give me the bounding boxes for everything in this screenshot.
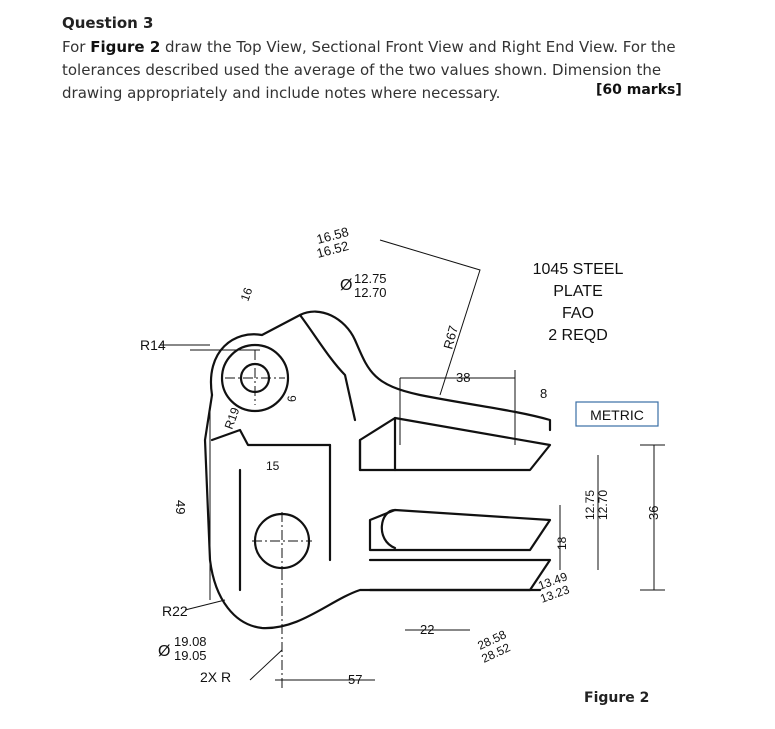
- dim-diameter-symbol-2: Ø: [158, 643, 170, 660]
- figure-caption: Figure 2: [584, 690, 650, 706]
- dim-r67: R67: [440, 324, 461, 351]
- part-outline: [203, 310, 552, 630]
- note-material-line4: 2 REQD: [548, 327, 608, 344]
- metric-label: METRIC: [590, 407, 644, 423]
- dim-38: 38: [456, 370, 470, 385]
- dim-r22: R22: [162, 603, 188, 619]
- dim-8: 8: [540, 386, 547, 401]
- question-text-lead: For: [62, 38, 91, 56]
- question-text: For Figure 2 draw the Top View, Sectiona…: [62, 36, 687, 105]
- dim-right-1270: 12.70: [596, 490, 610, 520]
- dim-16: 16: [238, 285, 256, 303]
- dim-hole-dia-lower: 12.70: [354, 285, 387, 300]
- dim-6: 6: [285, 395, 299, 402]
- note-material-line2: PLATE: [553, 283, 603, 300]
- note-material-line1: 1045 STEEL: [533, 261, 624, 278]
- dim-r19: R19: [222, 405, 243, 431]
- dim-36: 36: [646, 506, 661, 520]
- metric-box: [575, 401, 659, 427]
- question-title: Question 3: [62, 14, 154, 32]
- dim-diameter-symbol-1: Ø: [340, 277, 352, 294]
- dim-49: 49: [173, 500, 188, 514]
- dim-bore-upper: 19.08: [174, 634, 207, 649]
- marks-label: [60 marks]: [596, 82, 682, 98]
- dim-2x-r: 2X R: [200, 669, 231, 685]
- dimension-lines: [160, 239, 665, 681]
- dim-22: 22: [420, 622, 434, 637]
- dim-right-1275: 12.75: [583, 490, 597, 520]
- dim-hole-dia-upper: 12.75: [354, 271, 387, 286]
- note-material-line3: FAO: [562, 305, 594, 322]
- center-lines: [225, 350, 312, 690]
- dim-18: 18: [555, 536, 569, 550]
- dim-bore-lower: 19.05: [174, 648, 207, 663]
- figure-reference: Figure 2: [90, 38, 161, 56]
- question-text-rest: draw the Top View, Sectional Front View …: [62, 38, 676, 102]
- dim-15: 15: [266, 459, 280, 473]
- dim-57: 57: [348, 672, 362, 687]
- dim-r14: R14: [140, 337, 166, 353]
